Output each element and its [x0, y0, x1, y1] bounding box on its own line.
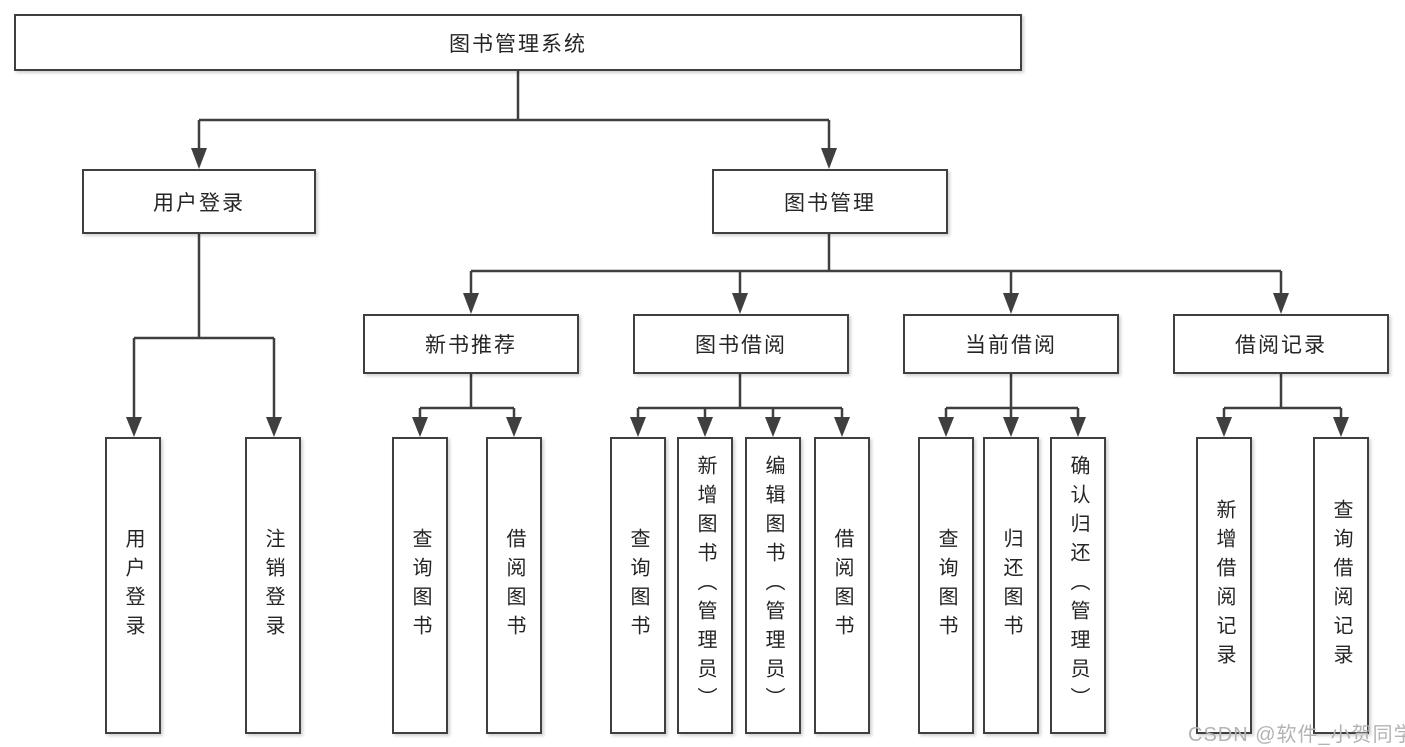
arrowhead-down-icon [506, 417, 522, 437]
node-label: 借阅图书 [503, 527, 525, 644]
connector-bookmgmt-to-level2 [469, 234, 1283, 295]
arrowhead-down-icon [834, 417, 850, 437]
node-label: 编辑图书（管理员） [762, 455, 784, 716]
connector-newbook-to-children [418, 374, 516, 419]
node-label: 查询图书 [935, 527, 957, 644]
node-confirm-return-admin: 确认归还（管理员） [1050, 437, 1106, 734]
arrowhead-down-icon [126, 417, 142, 437]
node-borrowing-records: 借阅记录 [1173, 314, 1389, 374]
arrowhead-down-icon [1003, 417, 1019, 437]
connector-root-to-level1 [197, 70, 831, 150]
arrowhead-down-icon [463, 293, 479, 314]
node-logout: 注销登录 [245, 437, 301, 734]
arrowhead-down-icon [191, 148, 207, 169]
connector-bookborrow-to-children [636, 374, 844, 419]
node-label: 新增借阅记录 [1213, 498, 1235, 673]
node-label: 用户登录 [122, 527, 144, 644]
arrowhead-down-icon [1003, 293, 1019, 314]
node-label: 确认归还（管理员） [1067, 455, 1089, 716]
node-label: 归还图书 [1000, 527, 1022, 644]
arrowhead-down-icon [412, 417, 428, 437]
arrowhead-down-icon [1216, 417, 1232, 437]
connector-currentborrow-to-children [944, 374, 1080, 419]
connector-borrowrecords-to-children [1222, 374, 1343, 419]
arrowhead-down-icon [1070, 417, 1086, 437]
arrowhead-down-icon [697, 417, 713, 437]
node-current-borrowing: 当前借阅 [903, 314, 1119, 374]
node-label: 新增图书（管理员） [694, 455, 716, 716]
arrowhead-down-icon [821, 148, 837, 169]
node-label: 查询图书 [409, 527, 431, 644]
node-label: 注销登录 [262, 527, 284, 644]
arrowhead-down-icon [732, 293, 748, 314]
node-user-login: 用户登录 [105, 437, 161, 734]
node-borrow-books-borrowing: 借阅图书 [814, 437, 870, 734]
arrowhead-down-icon [1333, 417, 1349, 437]
node-add-borrow-record: 新增借阅记录 [1196, 437, 1252, 734]
arrowhead-down-icon [765, 417, 781, 437]
node-query-books-borrowing: 查询图书 [610, 437, 666, 734]
node-book-management-system: 图书管理系统 [14, 14, 1022, 71]
node-query-books-recommend: 查询图书 [392, 437, 448, 734]
arrowhead-down-icon [630, 417, 646, 437]
node-label: 查询借阅记录 [1330, 498, 1352, 673]
node-edit-book-admin: 编辑图书（管理员） [745, 437, 801, 734]
arrowheads [126, 148, 1349, 437]
connector-userlogin-to-children [132, 234, 276, 419]
node-borrow-books-recommend: 借阅图书 [486, 437, 542, 734]
node-query-borrow-record: 查询借阅记录 [1313, 437, 1369, 734]
node-book-borrowing: 图书借阅 [633, 314, 849, 374]
arrowhead-down-icon [266, 417, 282, 437]
node-new-book-recommendation: 新书推荐 [363, 314, 579, 374]
node-user-login-group: 用户登录 [82, 169, 316, 234]
node-label: 查询图书 [627, 527, 649, 644]
node-add-book-admin: 新增图书（管理员） [677, 437, 733, 734]
arrowhead-down-icon [1273, 293, 1289, 314]
arrowhead-down-icon [938, 417, 954, 437]
node-label: 借阅图书 [831, 527, 853, 644]
node-book-management: 图书管理 [712, 169, 948, 234]
node-query-books-current: 查询图书 [918, 437, 974, 734]
node-return-books: 归还图书 [983, 437, 1039, 734]
csdn-watermark: CSDN @软件_小贺同学 [1188, 724, 1405, 746]
